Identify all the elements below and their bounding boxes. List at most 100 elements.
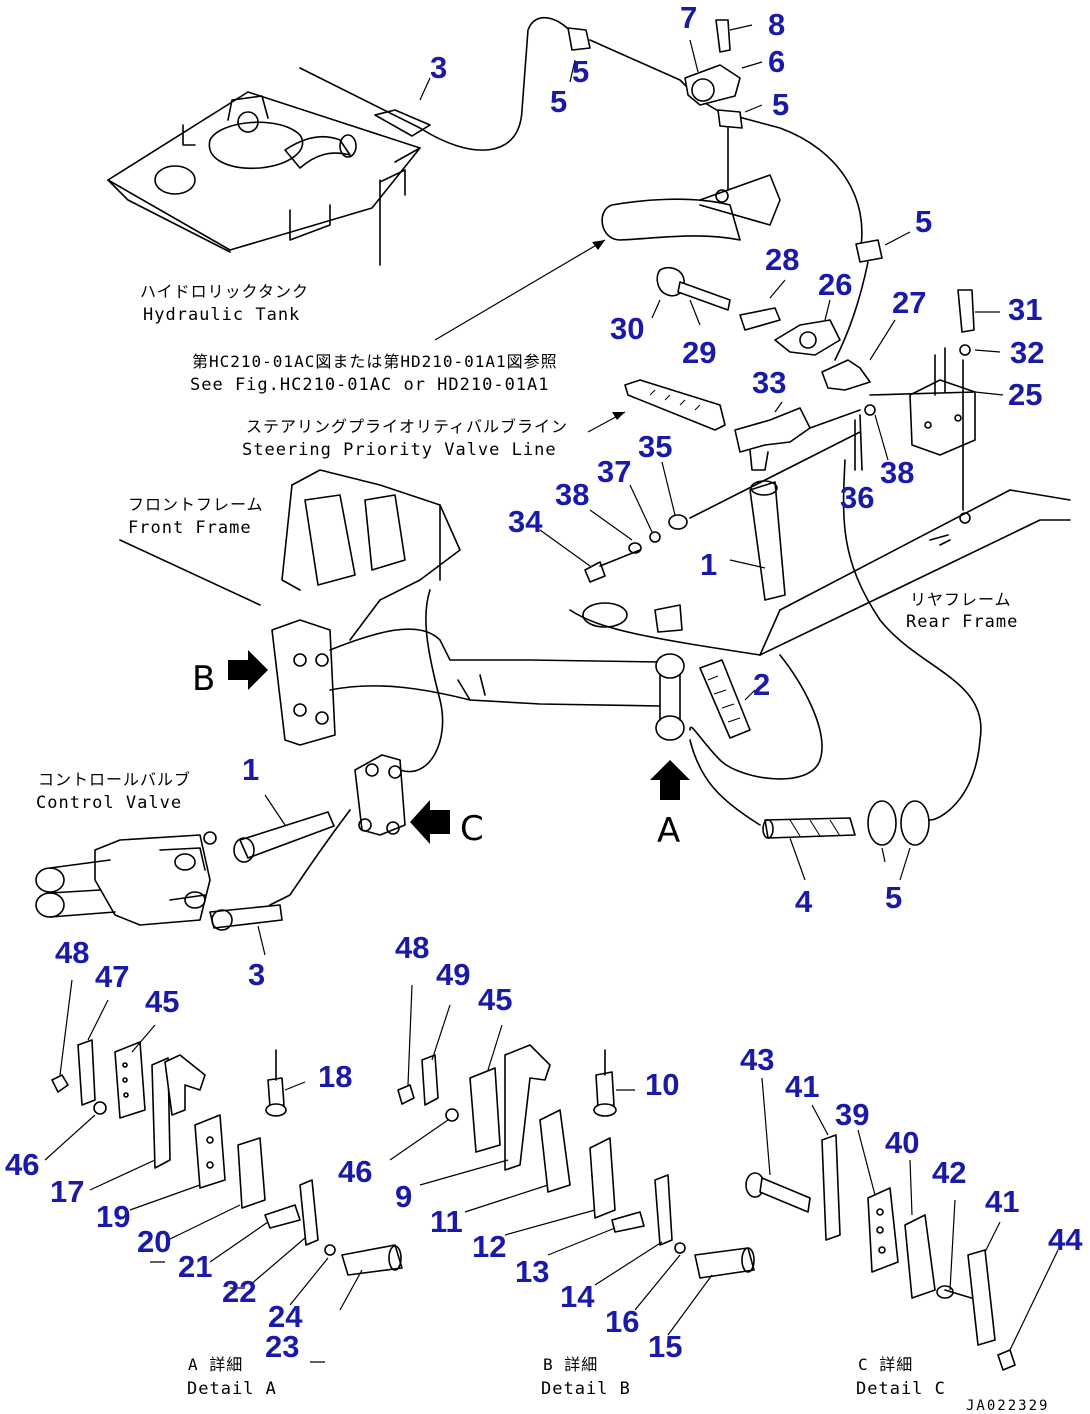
steering-label-en: Steering Priority Valve Line [242, 440, 557, 460]
callout-13: 13 [515, 1254, 549, 1289]
control-valve-label-jp: コントロールバルブ [38, 770, 191, 789]
callout-14: 14 [560, 1279, 595, 1314]
callout-22: 22 [222, 1274, 256, 1309]
hose-top [299, 16, 579, 151]
bracket-25 [909, 379, 976, 456]
callout-16: 16 [605, 1304, 639, 1339]
detail-b-label-en: Detail B [541, 1379, 631, 1399]
view-letter-c: C [460, 809, 484, 849]
detail-a-leaders [44, 979, 363, 1363]
swivel-upper [655, 653, 685, 679]
pipe-mid [601, 198, 741, 241]
block-33 [734, 407, 811, 453]
callout-5: 5 [915, 204, 932, 239]
hose-2 [699, 659, 751, 739]
callout-8: 8 [768, 7, 785, 42]
callout-1: 1 [700, 547, 717, 582]
callout-35: 35 [638, 429, 672, 464]
callout-30: 30 [610, 311, 644, 346]
callout-24: 24 [268, 1299, 303, 1334]
callout-46: 46 [5, 1147, 39, 1182]
control-valve-label-en: Control Valve [36, 793, 182, 813]
callout-25: 25 [1008, 377, 1042, 412]
callout-39: 39 [835, 1097, 869, 1132]
clamp-5-top [567, 27, 591, 51]
callout-29: 29 [682, 335, 716, 370]
front-frame [119, 469, 661, 773]
callout-46: 46 [338, 1154, 372, 1189]
view-letter-a: A [657, 811, 680, 851]
detail-b [397, 1044, 755, 1279]
callout-5: 5 [550, 84, 567, 119]
washer-32 [959, 344, 971, 356]
view-letter-b: B [192, 659, 215, 699]
callout-23: 23 [265, 1329, 299, 1364]
callout-1: 1 [242, 752, 259, 787]
bolt-8 [715, 19, 731, 53]
callout-12: 12 [472, 1229, 506, 1264]
washer-37 [649, 531, 661, 543]
detail-b-leaders [389, 984, 713, 1336]
callout-43: 43 [740, 1042, 774, 1077]
hose-1-lower [239, 811, 335, 859]
swivel-lower [655, 715, 685, 741]
callout-33: 33 [752, 365, 786, 400]
clamp-5-right [855, 239, 883, 263]
hydraulic-tank [107, 91, 421, 266]
detail-c-leaders [761, 1077, 1059, 1351]
bolt-29 [677, 281, 731, 311]
washer-38b [628, 542, 642, 554]
callout-32: 32 [1010, 335, 1044, 370]
hose-fitting-3 [374, 109, 431, 137]
detail-c-label-jp: C 詳細 [858, 1355, 913, 1374]
callout-3: 3 [248, 957, 265, 992]
callout-7: 7 [680, 0, 697, 35]
callout-6: 6 [768, 44, 785, 79]
see-fig-label-en: See Fig.HC210-01AC or HD210-01A1 [190, 375, 550, 395]
see-fig-label-jp: 第HC210-01AC図または第HD210-01A1図参照 [192, 352, 558, 371]
callout-11: 11 [430, 1204, 463, 1239]
callout-47: 47 [95, 959, 129, 994]
detail-a [51, 1039, 403, 1276]
callout-44: 44 [1048, 1222, 1083, 1257]
clamp-5-bottom-a [867, 800, 897, 846]
callout-42: 42 [932, 1155, 966, 1190]
clamp-5-mid [717, 109, 743, 129]
callout-49: 49 [436, 957, 470, 992]
callout-5: 5 [772, 87, 789, 122]
callout-10: 10 [645, 1067, 679, 1102]
callout-34: 34 [508, 504, 543, 539]
detail-a-label-jp: A 詳細 [188, 1355, 243, 1374]
callout-48: 48 [395, 930, 429, 965]
callout-2: 2 [753, 667, 770, 702]
steering-line [624, 379, 726, 431]
callout-41: 41 [785, 1069, 819, 1104]
clamp-27 [821, 359, 871, 391]
callout-36: 36 [840, 480, 874, 515]
callout-15: 15 [648, 1329, 682, 1364]
front-frame-label-jp: フロントフレーム [128, 495, 264, 514]
hydraulic-tank-label-jp: ハイドロリックタンク [140, 282, 309, 301]
detail-c-label-en: Detail C [856, 1379, 946, 1399]
callout-40: 40 [885, 1125, 919, 1160]
callout-28: 28 [765, 242, 799, 277]
rear-frame-label-en: Rear Frame [906, 612, 1018, 632]
view-arrow-a [650, 760, 690, 800]
callout-21: 21 [178, 1249, 212, 1284]
detail-b-label-jp: B 詳細 [543, 1355, 598, 1374]
detail-c [745, 1134, 1016, 1371]
callout-5: 5 [885, 880, 902, 915]
hose-3-lower [209, 904, 283, 929]
bolt-34 [584, 561, 606, 583]
hose-4 [764, 817, 856, 839]
callout-17: 17 [50, 1174, 84, 1209]
callout-3: 3 [430, 50, 447, 85]
callout-45: 45 [478, 982, 512, 1017]
callout-20: 20 [137, 1224, 171, 1259]
callout-9: 9 [395, 1179, 412, 1214]
hose-1-upper [749, 481, 786, 601]
bolt-31 [957, 289, 975, 333]
rear-frame [569, 489, 1071, 656]
